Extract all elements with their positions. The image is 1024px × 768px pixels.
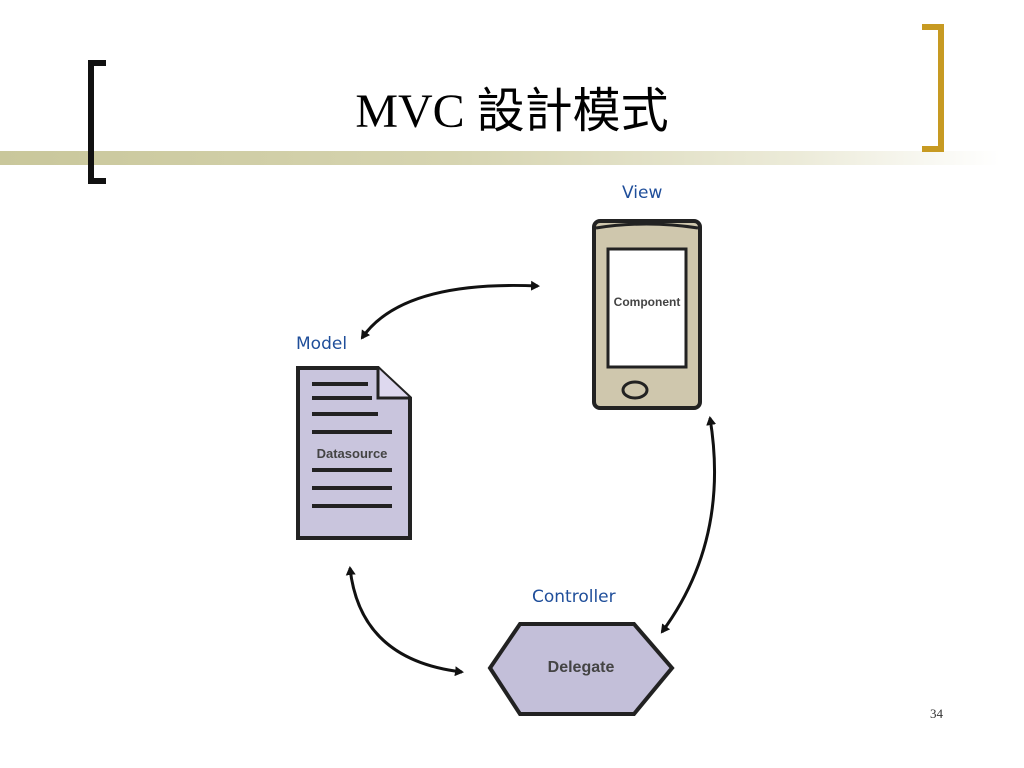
model-controller-arrow [345,566,464,677]
view-label: View [622,183,662,203]
left-bracket-decoration [88,60,106,184]
model-view-arrow [360,280,540,340]
model-inner-label: Datasource [317,446,388,461]
title-underline-bar [0,151,1000,165]
controller-inner-label: Delegate [548,659,615,676]
view-phone: Component [592,219,702,410]
view-controller-arrow [660,416,717,634]
page-number: 34 [930,706,943,721]
controller-label: Controller [532,587,616,607]
right-bracket-decoration [922,24,944,152]
slide-title: MVC 設計模式 [355,85,669,138]
model-label: Model [296,334,347,354]
model-document: Datasource [296,366,412,540]
controller-hexagon: Delegate [487,622,675,716]
view-inner-label: Component [614,295,681,309]
home-button-icon [621,380,649,400]
